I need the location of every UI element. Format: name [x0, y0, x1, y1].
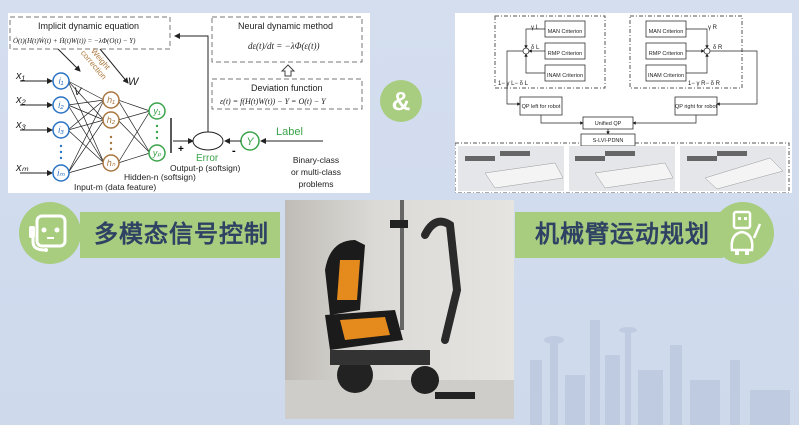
problem-line: problems	[299, 179, 334, 189]
node-h1: h₁	[107, 95, 115, 105]
weight-delta-r: δ R	[713, 45, 723, 51]
neural-title: Neural dynamic method	[238, 21, 333, 31]
node-yp: yₚ	[152, 148, 162, 158]
headset-face-icon	[29, 214, 67, 252]
node-i2: i₂	[58, 100, 64, 110]
weight-rest-l: 1− γ L− δ L	[498, 81, 529, 87]
solver-box: S-LVI-PDNN	[593, 138, 624, 144]
unified-qp-box: Unified QP	[595, 121, 622, 127]
motion-planning-diagram: MAN Criterion RMP Criterion INAM Criteri…	[454, 13, 792, 194]
neural-network-diagram: Implicit dynamic equation Ȯ(t)(H(t)Ẇ(t) …	[8, 13, 370, 193]
v-label: V	[74, 86, 83, 98]
implicit-equation: Ȯ(t)(H(t)Ẇ(t) + Ḣ(t)W(t)) = −λΦ(O(t) − Y…	[13, 37, 136, 45]
deviation-title: Deviation function	[251, 83, 323, 93]
node-im: iₘ	[57, 168, 65, 178]
weight-rest-r: 1− γ R− δ R	[688, 81, 721, 87]
weight-delta-l: δ L	[531, 45, 540, 51]
weight-gamma-r: γ R	[708, 25, 718, 31]
qp-left-box: QP left for robot	[522, 104, 561, 110]
qp-right-box: QP right for robot	[675, 104, 718, 110]
node-y1: y₁	[152, 106, 161, 116]
plus-sign: +	[178, 144, 184, 155]
criterion-right-inam: INAM Criterion	[648, 73, 684, 79]
deviation-equation: ε(t) = f(H(t)W(t)) − Y = O(t) − Y	[220, 97, 327, 106]
banner-right-circle	[712, 202, 774, 264]
node-Y: Y	[246, 136, 254, 148]
neural-equation: dε(t)/dt = −λΦ(ε(t))	[248, 41, 319, 51]
up-arrow-icon	[280, 64, 296, 77]
criterion-right-man: MAN Criterion	[649, 29, 684, 35]
node-i1: i₁	[59, 76, 64, 86]
criterion-left-inam: INAM Criterion	[547, 73, 583, 79]
criterion-left-rmp: RMP Criterion	[548, 51, 582, 57]
input-caption: Input-m (data feature)	[74, 182, 156, 192]
robot-arm-renderings	[458, 146, 786, 191]
error-text: Error	[196, 153, 219, 164]
input-x3: x₃	[15, 119, 27, 131]
weight-gamma-l: γ L	[531, 25, 540, 31]
node-hn: hₙ	[107, 158, 116, 168]
ampersand-badge: &	[380, 80, 422, 122]
label-text: Label	[276, 126, 303, 138]
problem-line: Binary-class	[293, 155, 339, 165]
wheelchair-robot-photo	[285, 200, 514, 419]
input-x1: x₁	[15, 70, 26, 82]
criterion-left-man: MAN Criterion	[548, 29, 583, 35]
w-label: W	[128, 76, 140, 88]
implicit-title: Implicit dynamic equation	[38, 21, 139, 31]
input-x2: x₂	[15, 94, 27, 106]
city-skyline-decoration	[530, 320, 790, 425]
output-caption: Output-p (softsign)	[170, 163, 241, 173]
node-h2: h₂	[107, 115, 116, 125]
banner-left-label: 多模态信号控制	[80, 212, 280, 258]
banner-right-label: 机械臂运动规划	[515, 212, 723, 258]
banner-left-circle	[19, 202, 81, 264]
problem-line: or multi-class	[291, 167, 341, 177]
criterion-right-rmp: RMP Criterion	[649, 51, 683, 57]
input-xm: xₘ	[15, 162, 29, 174]
hidden-caption: Hidden-n (softsign)	[124, 172, 196, 182]
node-i3: i₃	[58, 125, 64, 135]
minus-sign: -	[232, 145, 236, 157]
robot-icon	[730, 210, 762, 255]
